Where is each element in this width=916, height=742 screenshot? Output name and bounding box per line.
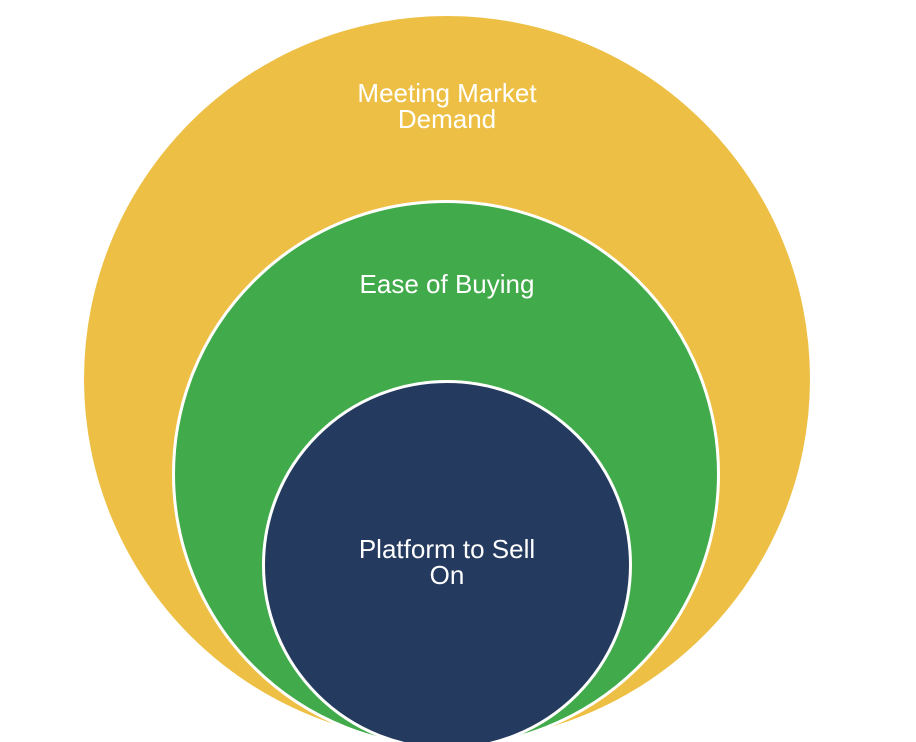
inner-circle-label: Platform to Sell On	[358, 534, 536, 590]
inner-circle	[262, 380, 632, 742]
middle-circle-label: Ease of Buying	[359, 269, 535, 299]
outer-circle-label: Meeting Market Demand	[357, 78, 537, 134]
